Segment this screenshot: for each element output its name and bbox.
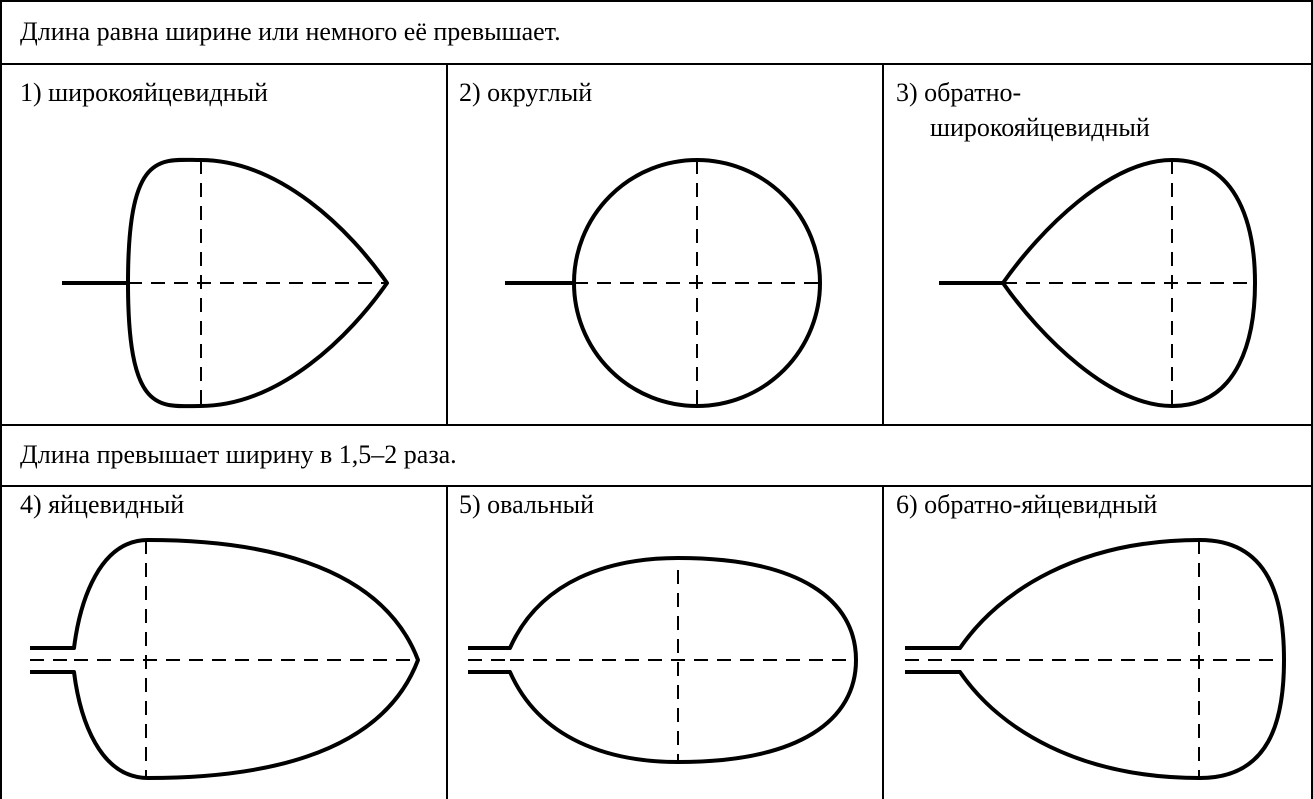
table-border-right — [1311, 0, 1313, 799]
shape-label: 1) широкояйцевидный — [20, 78, 268, 107]
shape-label: 2) округлый — [459, 78, 593, 107]
group-header: Длина равна ширине или немного её превыш… — [20, 17, 561, 46]
column-divider — [446, 485, 448, 799]
shape-label: 6) обратно-яйцевидный — [896, 490, 1158, 519]
ovate-leaf-icon — [30, 538, 420, 780]
broad-obovate-leaf-icon — [939, 158, 1257, 408]
column-divider — [882, 485, 884, 799]
column-divider — [446, 63, 448, 426]
oval-leaf-icon — [468, 556, 858, 764]
broad-ovate-leaf-icon — [62, 157, 389, 409]
round-leaf-icon — [505, 158, 822, 408]
table-border-left — [0, 0, 2, 799]
table-border-top — [0, 0, 1313, 2]
row-divider — [0, 424, 1313, 426]
shape-label: 3) обратно- — [896, 78, 1022, 107]
obovate-leaf-icon — [905, 538, 1286, 780]
shape-label: 4) яйцевидный — [20, 490, 185, 519]
group-header: Длина превышает ширину в 1,5–2 раза. — [20, 440, 457, 469]
shape-label-line2: широкояйцевидный — [930, 113, 1150, 142]
row-divider — [0, 485, 1313, 487]
column-divider — [882, 63, 884, 426]
shape-label: 5) овальный — [459, 490, 594, 519]
row-divider — [0, 63, 1313, 65]
